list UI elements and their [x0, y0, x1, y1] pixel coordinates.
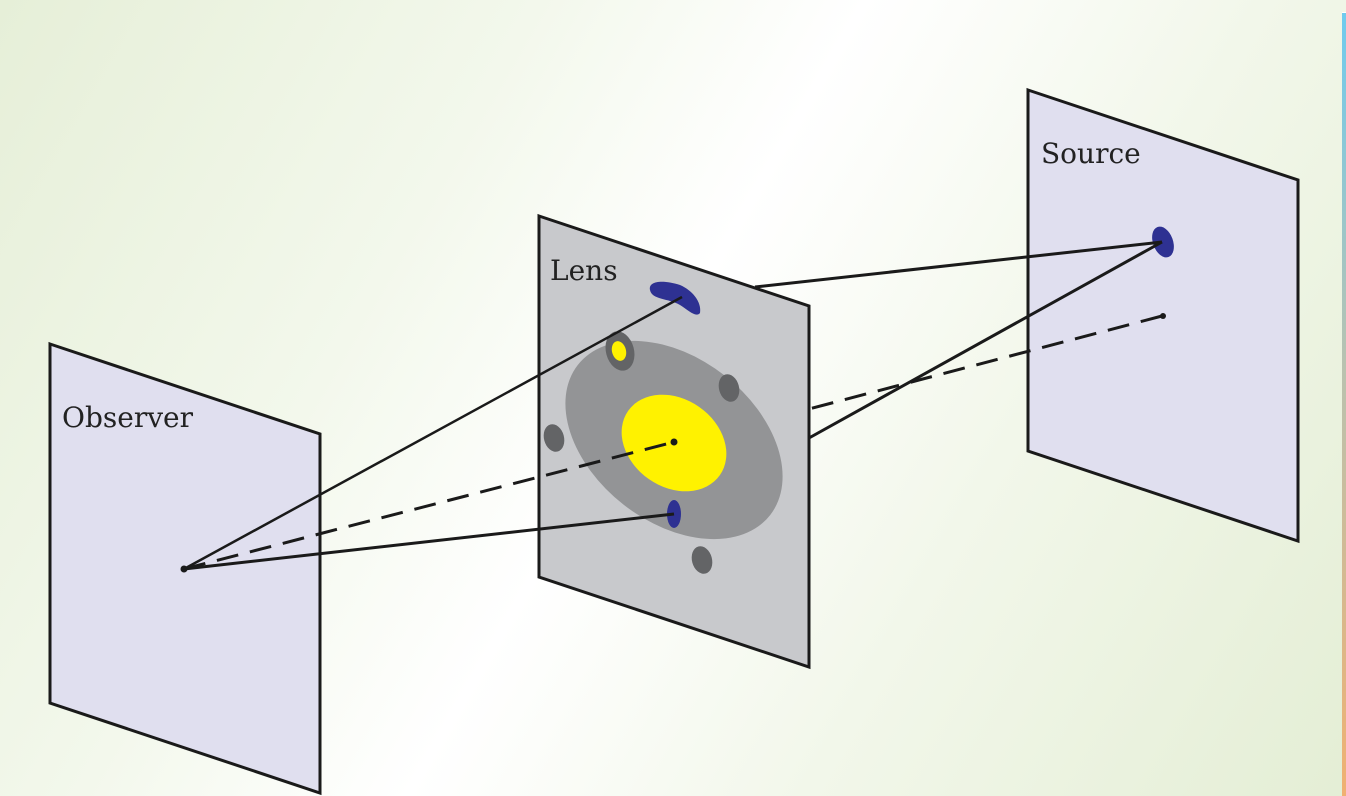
ray-source-to-lens-lower: [808, 240, 1163, 440]
ray-source-to-lens-dashed: [808, 314, 1163, 411]
lens-shadow-spot: [543, 424, 565, 452]
observer-point: [180, 565, 188, 573]
lens-label: Lens: [550, 254, 618, 287]
side-accent-line: [1342, 12, 1346, 13]
lens-shadow-spot: [718, 374, 740, 402]
source-plane: Source: [1026, 87, 1300, 544]
lens-center: [670, 438, 678, 446]
ray-source-to-lens-upper: [754, 240, 1163, 289]
ray-observer-to-lower-image: [183, 512, 675, 571]
source-object: [1152, 226, 1174, 258]
lensed-arc-upper: [649, 281, 701, 315]
ray-observer-to-arc: [183, 295, 683, 571]
ray-observer-to-lens-dashed: [183, 440, 675, 571]
lens-yellow-image: [611, 341, 627, 361]
lens-shadow-spot: [691, 546, 713, 574]
side-accent-bar: [1342, 13, 1346, 796]
observer-label: Observer: [62, 401, 194, 434]
source-label: Source: [1041, 137, 1141, 170]
lens-plane: Lens: [537, 213, 811, 670]
